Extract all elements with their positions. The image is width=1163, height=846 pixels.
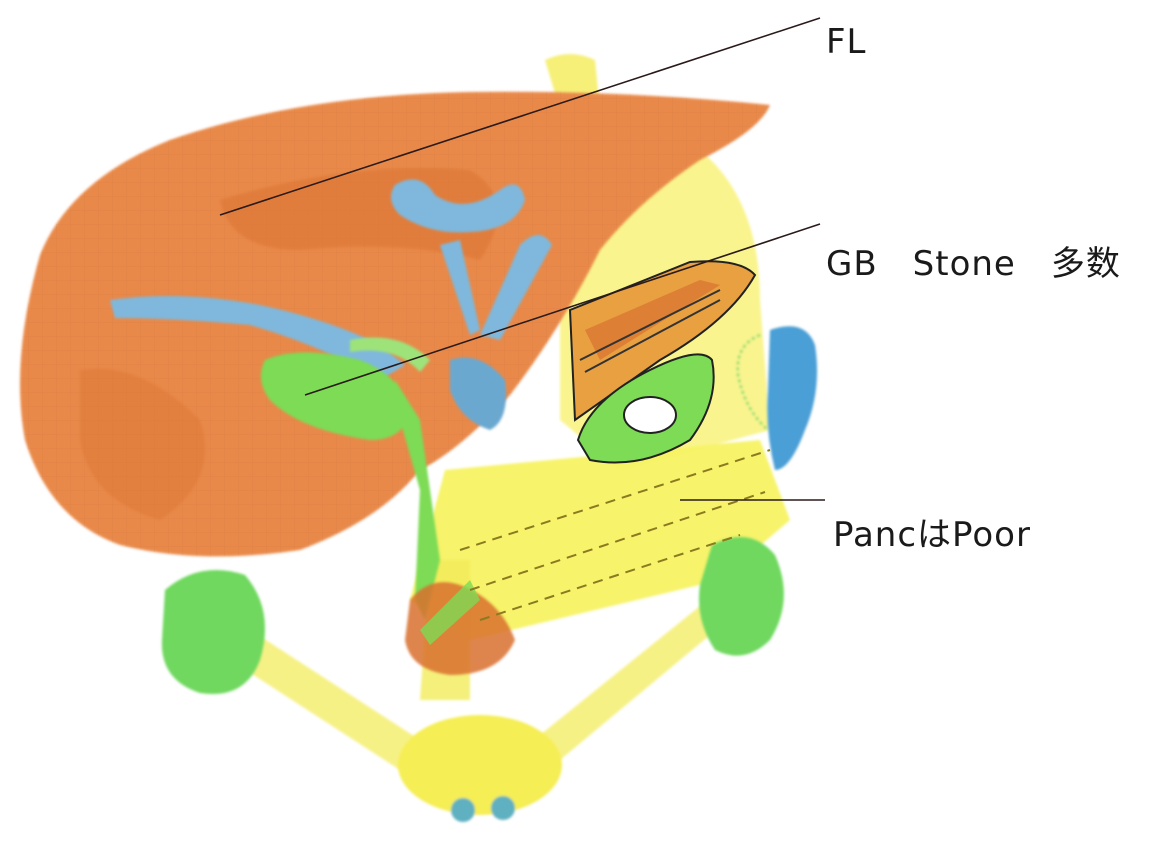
fatty-liver-label: FL	[826, 22, 867, 62]
pancreas-label: PancはPoor	[833, 507, 1031, 556]
gallbladder-stone-label: GB Stone 多数	[826, 236, 1121, 285]
left-kidney	[699, 537, 784, 656]
right-kidney	[162, 570, 265, 694]
bladder	[398, 715, 562, 822]
